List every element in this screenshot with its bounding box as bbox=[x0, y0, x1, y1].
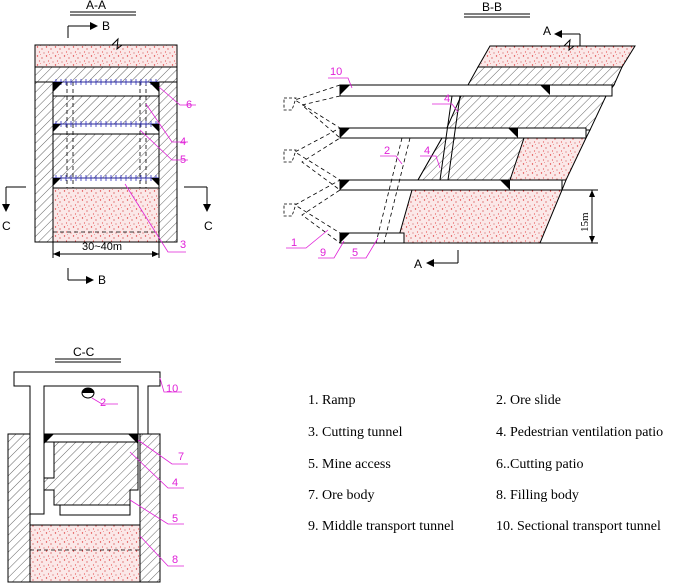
bb-arrow-a-top-label: A bbox=[543, 24, 551, 38]
bb-top-filling bbox=[477, 45, 636, 68]
aa-top-filling bbox=[34, 44, 178, 68]
bb-callout-1: 1 bbox=[291, 237, 297, 249]
aa-bottom-filling bbox=[52, 187, 160, 243]
legend-item-1: 1. Ramp bbox=[308, 393, 355, 408]
bb-callout-10: 10 bbox=[330, 66, 342, 78]
legend-item-5: 5. Mine access bbox=[308, 457, 391, 472]
section-aa-title: A-A bbox=[86, 0, 106, 12]
bb-height-dim: 15m bbox=[579, 212, 591, 232]
aa-right-wall bbox=[158, 81, 178, 243]
legend-item-4: 4. Pedestrian ventilation patio bbox=[496, 425, 663, 440]
aa-arrow-b-top-label: B bbox=[102, 19, 110, 33]
cc-callout-2: 2 bbox=[100, 397, 106, 409]
cc-bottom-filling bbox=[29, 524, 141, 583]
aa-arrow-c-right-label: C bbox=[204, 219, 213, 233]
legend-item-2: 2. Ore slide bbox=[496, 393, 561, 408]
bb-callout-4a: 4 bbox=[444, 93, 450, 105]
cc-callout-4: 4 bbox=[172, 477, 178, 489]
legend-item-3: 3. Cutting tunnel bbox=[308, 425, 403, 440]
section-cc-title: C-C bbox=[73, 345, 95, 359]
aa-callout-3: 3 bbox=[180, 239, 186, 251]
aa-arrow-c-left-label: C bbox=[2, 219, 11, 233]
bb-bottom-filling bbox=[396, 189, 563, 244]
legend-item-6: 6..Cutting patio bbox=[496, 457, 584, 472]
aa-left-wall bbox=[34, 81, 54, 243]
aa-width-dim: 30~40m bbox=[82, 241, 122, 253]
cc-callout-10: 10 bbox=[166, 383, 178, 395]
bb-arrow-a-bottom-label: A bbox=[414, 257, 422, 271]
aa-callout-5: 5 bbox=[180, 154, 186, 166]
bb-callout-2: 2 bbox=[384, 145, 390, 157]
aa-callout-4: 4 bbox=[180, 136, 186, 148]
section-bb-title: B-B bbox=[482, 0, 502, 14]
section-cc: C-C 2 10 7 4 5 8 bbox=[7, 345, 188, 583]
bb-callout-4b: 4 bbox=[424, 145, 430, 157]
legend-item-9: 9. Middle transport tunnel bbox=[308, 519, 454, 534]
legend: 1. Ramp 2. Ore slide 3. Cutting tunnel 4… bbox=[308, 393, 663, 534]
section-aa: A-A bbox=[2, 0, 213, 287]
bb-callout-9: 9 bbox=[320, 247, 326, 259]
legend-item-8: 8. Filling body bbox=[496, 488, 579, 503]
cc-callout-5: 5 bbox=[172, 513, 178, 525]
legend-item-10: 10. Sectional transport tunnel bbox=[496, 519, 661, 534]
aa-callout-6: 6 bbox=[186, 99, 192, 111]
legend-item-7: 7. Ore body bbox=[308, 488, 375, 503]
aa-arrow-b-bottom-label: B bbox=[98, 273, 106, 287]
section-bb: B-B A A bbox=[283, 0, 636, 271]
bb-callout-5: 5 bbox=[352, 247, 358, 259]
cc-callout-8: 8 bbox=[172, 554, 178, 566]
cc-callout-7: 7 bbox=[178, 451, 184, 463]
